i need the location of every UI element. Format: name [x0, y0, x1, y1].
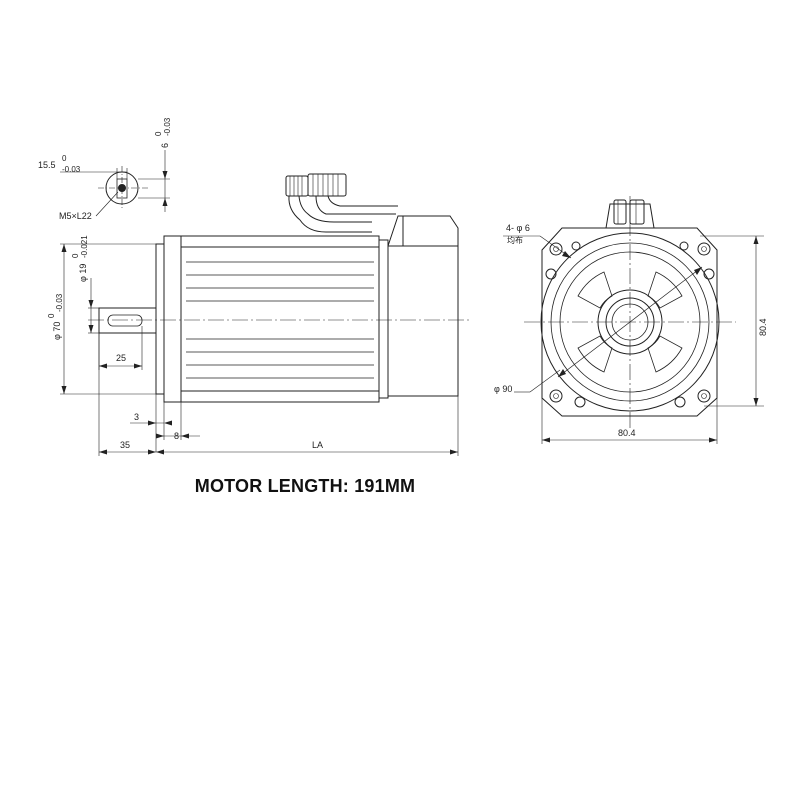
thread-label: M5×L22 — [59, 211, 92, 221]
side-view-labels: φ 70 0 -0.03 φ 19 0 -0.021 25 3 8 35 LA — [47, 235, 323, 450]
shaft-cross-section — [60, 150, 170, 217]
body-length-label: LA — [312, 440, 323, 450]
motor-length-caption: MOTOR LENGTH: 191MM — [194, 476, 416, 496]
flange-step-label: 3 — [134, 412, 139, 422]
key-depth-tol-upper: 0 — [154, 131, 163, 136]
key-width-tol-upper: 0 — [62, 154, 67, 163]
width-dimension-label: 80.4 — [618, 428, 636, 438]
height-dimension-label: 80.4 — [758, 318, 768, 336]
key-width-tol-lower: -0.03 — [62, 165, 81, 174]
shaft-diameter-tol-lower: -0.021 — [80, 235, 89, 258]
flange-thickness-label: 8 — [174, 431, 179, 441]
motor-side-view — [60, 173, 470, 456]
key-depth-tol-lower: -0.03 — [163, 117, 172, 136]
holes-label: 4- φ 6 — [506, 223, 530, 233]
pilot-diameter-tol-lower: -0.03 — [55, 293, 64, 312]
bolt-circle-label: φ 90 — [494, 384, 512, 394]
shaft-section-labels: 15.5 0 -0.03 6 0 -0.03 M5×L22 — [38, 117, 172, 221]
pilot-diameter-tol-upper: 0 — [47, 313, 56, 318]
key-length-label: 25 — [116, 353, 126, 363]
shaft-diameter-label: φ 19 — [78, 264, 88, 282]
dimension-arrows — [61, 171, 759, 455]
shaft-diameter-tol-upper: 0 — [71, 253, 80, 258]
pilot-diameter-label: φ 70 — [52, 322, 62, 340]
front-view-labels: 4- φ 6 均布 φ 90 80.4 80.4 — [494, 223, 768, 438]
key-width-label: 15.5 — [38, 160, 56, 170]
key-depth-label: 6 — [160, 143, 170, 148]
holes-note-label: 均布 — [507, 235, 523, 245]
shaft-length-label: 35 — [120, 440, 130, 450]
motor-front-view — [503, 196, 764, 444]
